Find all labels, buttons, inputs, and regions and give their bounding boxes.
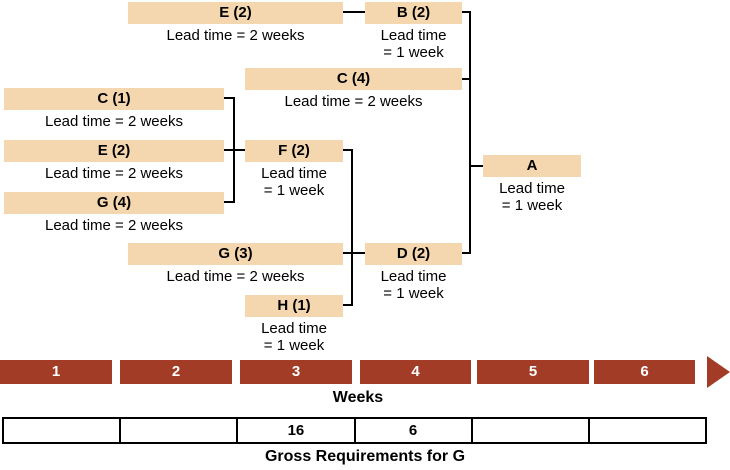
node-d-bar: D (2) <box>365 243 462 265</box>
connector-e-top-to-b <box>343 11 365 13</box>
node-c4-bar: C (4) <box>245 68 462 90</box>
node-f: F (2) Lead time= 1 week <box>245 140 343 199</box>
node-b-bar: B (2) <box>365 2 462 24</box>
node-f-bar: F (2) <box>245 140 343 162</box>
node-e-left-leadtime: Lead time = 2 weeks <box>45 165 183 182</box>
week-segment-4: 4 <box>360 360 471 384</box>
node-e-top: E (2) Lead time = 2 weeks <box>128 2 343 44</box>
node-c4-leadtime: Lead time = 2 weeks <box>284 93 423 110</box>
gross-req-cell-week2 <box>121 419 239 442</box>
gross-requirements-table: 16 6 <box>2 417 707 444</box>
node-g3-leadtime: Lead time = 2 weeks <box>166 268 305 285</box>
connector-c4-to-bracket <box>462 78 471 80</box>
node-d: D (2) Lead time= 1 week <box>365 243 462 302</box>
gross-req-cell-week4: 6 <box>356 419 473 442</box>
node-c1-bar: C (1) <box>4 88 224 110</box>
node-g3: G (3) Lead time = 2 weeks <box>128 243 343 285</box>
connector-b-to-bracket <box>462 11 471 13</box>
node-c4: C (4) Lead time = 2 weeks <box>245 68 462 110</box>
node-g4: G (4) Lead time = 2 weeks <box>4 192 224 234</box>
week-segment-6: 6 <box>594 360 695 384</box>
node-d-leadtime: Lead time= 1 week <box>380 268 447 302</box>
node-a-leadtime: Lead time= 1 week <box>499 180 565 214</box>
weeks-axis-label: Weeks <box>332 389 384 406</box>
gross-req-cell-week3: 16 <box>238 419 356 442</box>
week-segment-3: 3 <box>240 360 352 384</box>
node-c1-leadtime: Lead time = 2 weeks <box>45 113 183 130</box>
connector-c1-to-bracket <box>224 97 235 99</box>
gross-req-cell-week1 <box>4 419 122 442</box>
connector-d-to-bracket <box>462 252 471 254</box>
node-a-bar: A <box>483 155 581 177</box>
timeline-arrow-icon <box>707 356 730 388</box>
node-f-leadtime: Lead time= 1 week <box>261 165 327 199</box>
node-g3-bar: G (3) <box>128 243 343 265</box>
bracket-into-f <box>233 97 235 203</box>
connector-g3-to-d <box>343 252 365 254</box>
node-e-top-leadtime: Lead time = 2 weeks <box>166 27 305 44</box>
gross-requirements-caption: Gross Requirements for G <box>264 448 466 465</box>
node-e-left-bar: E (2) <box>4 140 224 162</box>
node-a: A Lead time= 1 week <box>483 155 581 214</box>
connector-h-to-bracket <box>343 304 353 306</box>
node-g4-bar: G (4) <box>4 192 224 214</box>
node-e-top-bar: E (2) <box>128 2 343 24</box>
bracket-into-a <box>469 11 471 254</box>
connector-f-to-bracket <box>343 149 353 151</box>
node-b: B (2) Lead time= 1 week <box>365 2 462 61</box>
gross-req-cell-week6 <box>590 419 705 442</box>
bracket-into-d <box>351 149 353 306</box>
week-segment-1: 1 <box>0 360 112 384</box>
week-segment-2: 2 <box>120 360 232 384</box>
node-b-leadtime: Lead time= 1 week <box>380 27 447 61</box>
node-e-left: E (2) Lead time = 2 weeks <box>4 140 224 182</box>
gross-req-cell-week5 <box>473 419 590 442</box>
connector-g4-to-bracket <box>224 201 235 203</box>
node-c1: C (1) Lead time = 2 weeks <box>4 88 224 130</box>
node-h: H (1) Lead time= 1 week <box>245 295 343 354</box>
node-g4-leadtime: Lead time = 2 weeks <box>45 217 183 234</box>
week-segment-5: 5 <box>477 360 589 384</box>
node-h-leadtime: Lead time= 1 week <box>261 320 327 354</box>
connector-bracket-to-a <box>469 165 483 167</box>
node-h-bar: H (1) <box>245 295 343 317</box>
